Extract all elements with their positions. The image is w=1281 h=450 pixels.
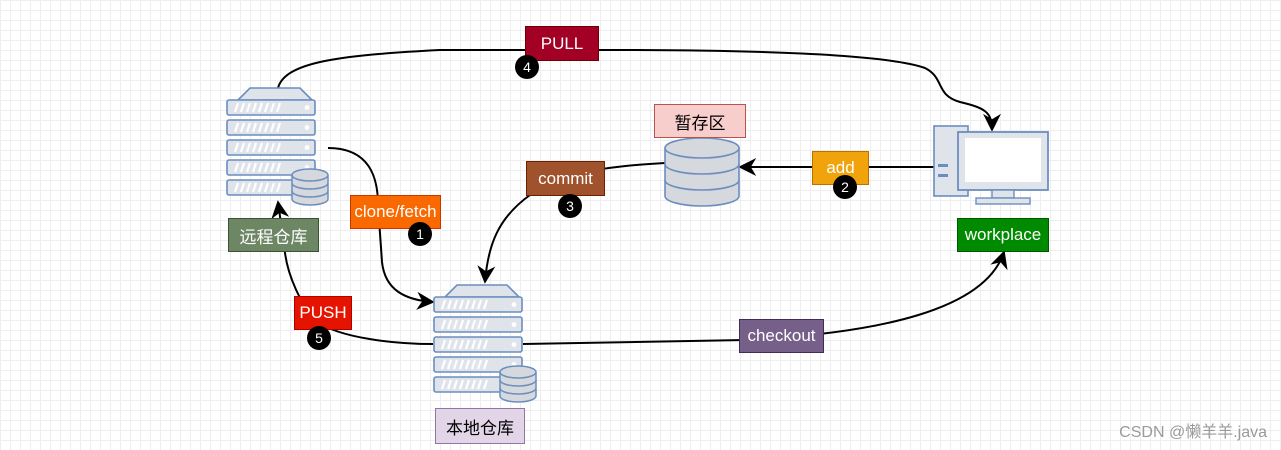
step-3-badge: 3 — [558, 194, 582, 218]
step-5-badge: 5 — [307, 326, 331, 350]
local-database-icon — [499, 365, 537, 403]
step-2-badge: 2 — [833, 175, 857, 199]
step-4-badge: 4 — [515, 55, 539, 79]
remote-database-icon — [291, 168, 329, 206]
watermark: CSDN @懒羊羊.java — [1119, 424, 1267, 441]
remote-repo-label: 远程仓库 — [228, 218, 319, 252]
step-1-badge: 1 — [408, 222, 432, 246]
workplace-computer-icon — [933, 125, 1049, 205]
workplace-label: workplace — [957, 218, 1049, 252]
checkout-label: checkout — [739, 319, 824, 353]
commit-label: commit — [526, 161, 605, 196]
push-label: PUSH — [294, 296, 352, 330]
staging-database-icon — [664, 137, 740, 207]
local-repo-label: 本地仓库 — [435, 408, 525, 444]
pull-label: PULL — [525, 26, 599, 61]
staging-area-label: 暂存区 — [654, 104, 746, 138]
pull-connector — [277, 49, 1001, 132]
